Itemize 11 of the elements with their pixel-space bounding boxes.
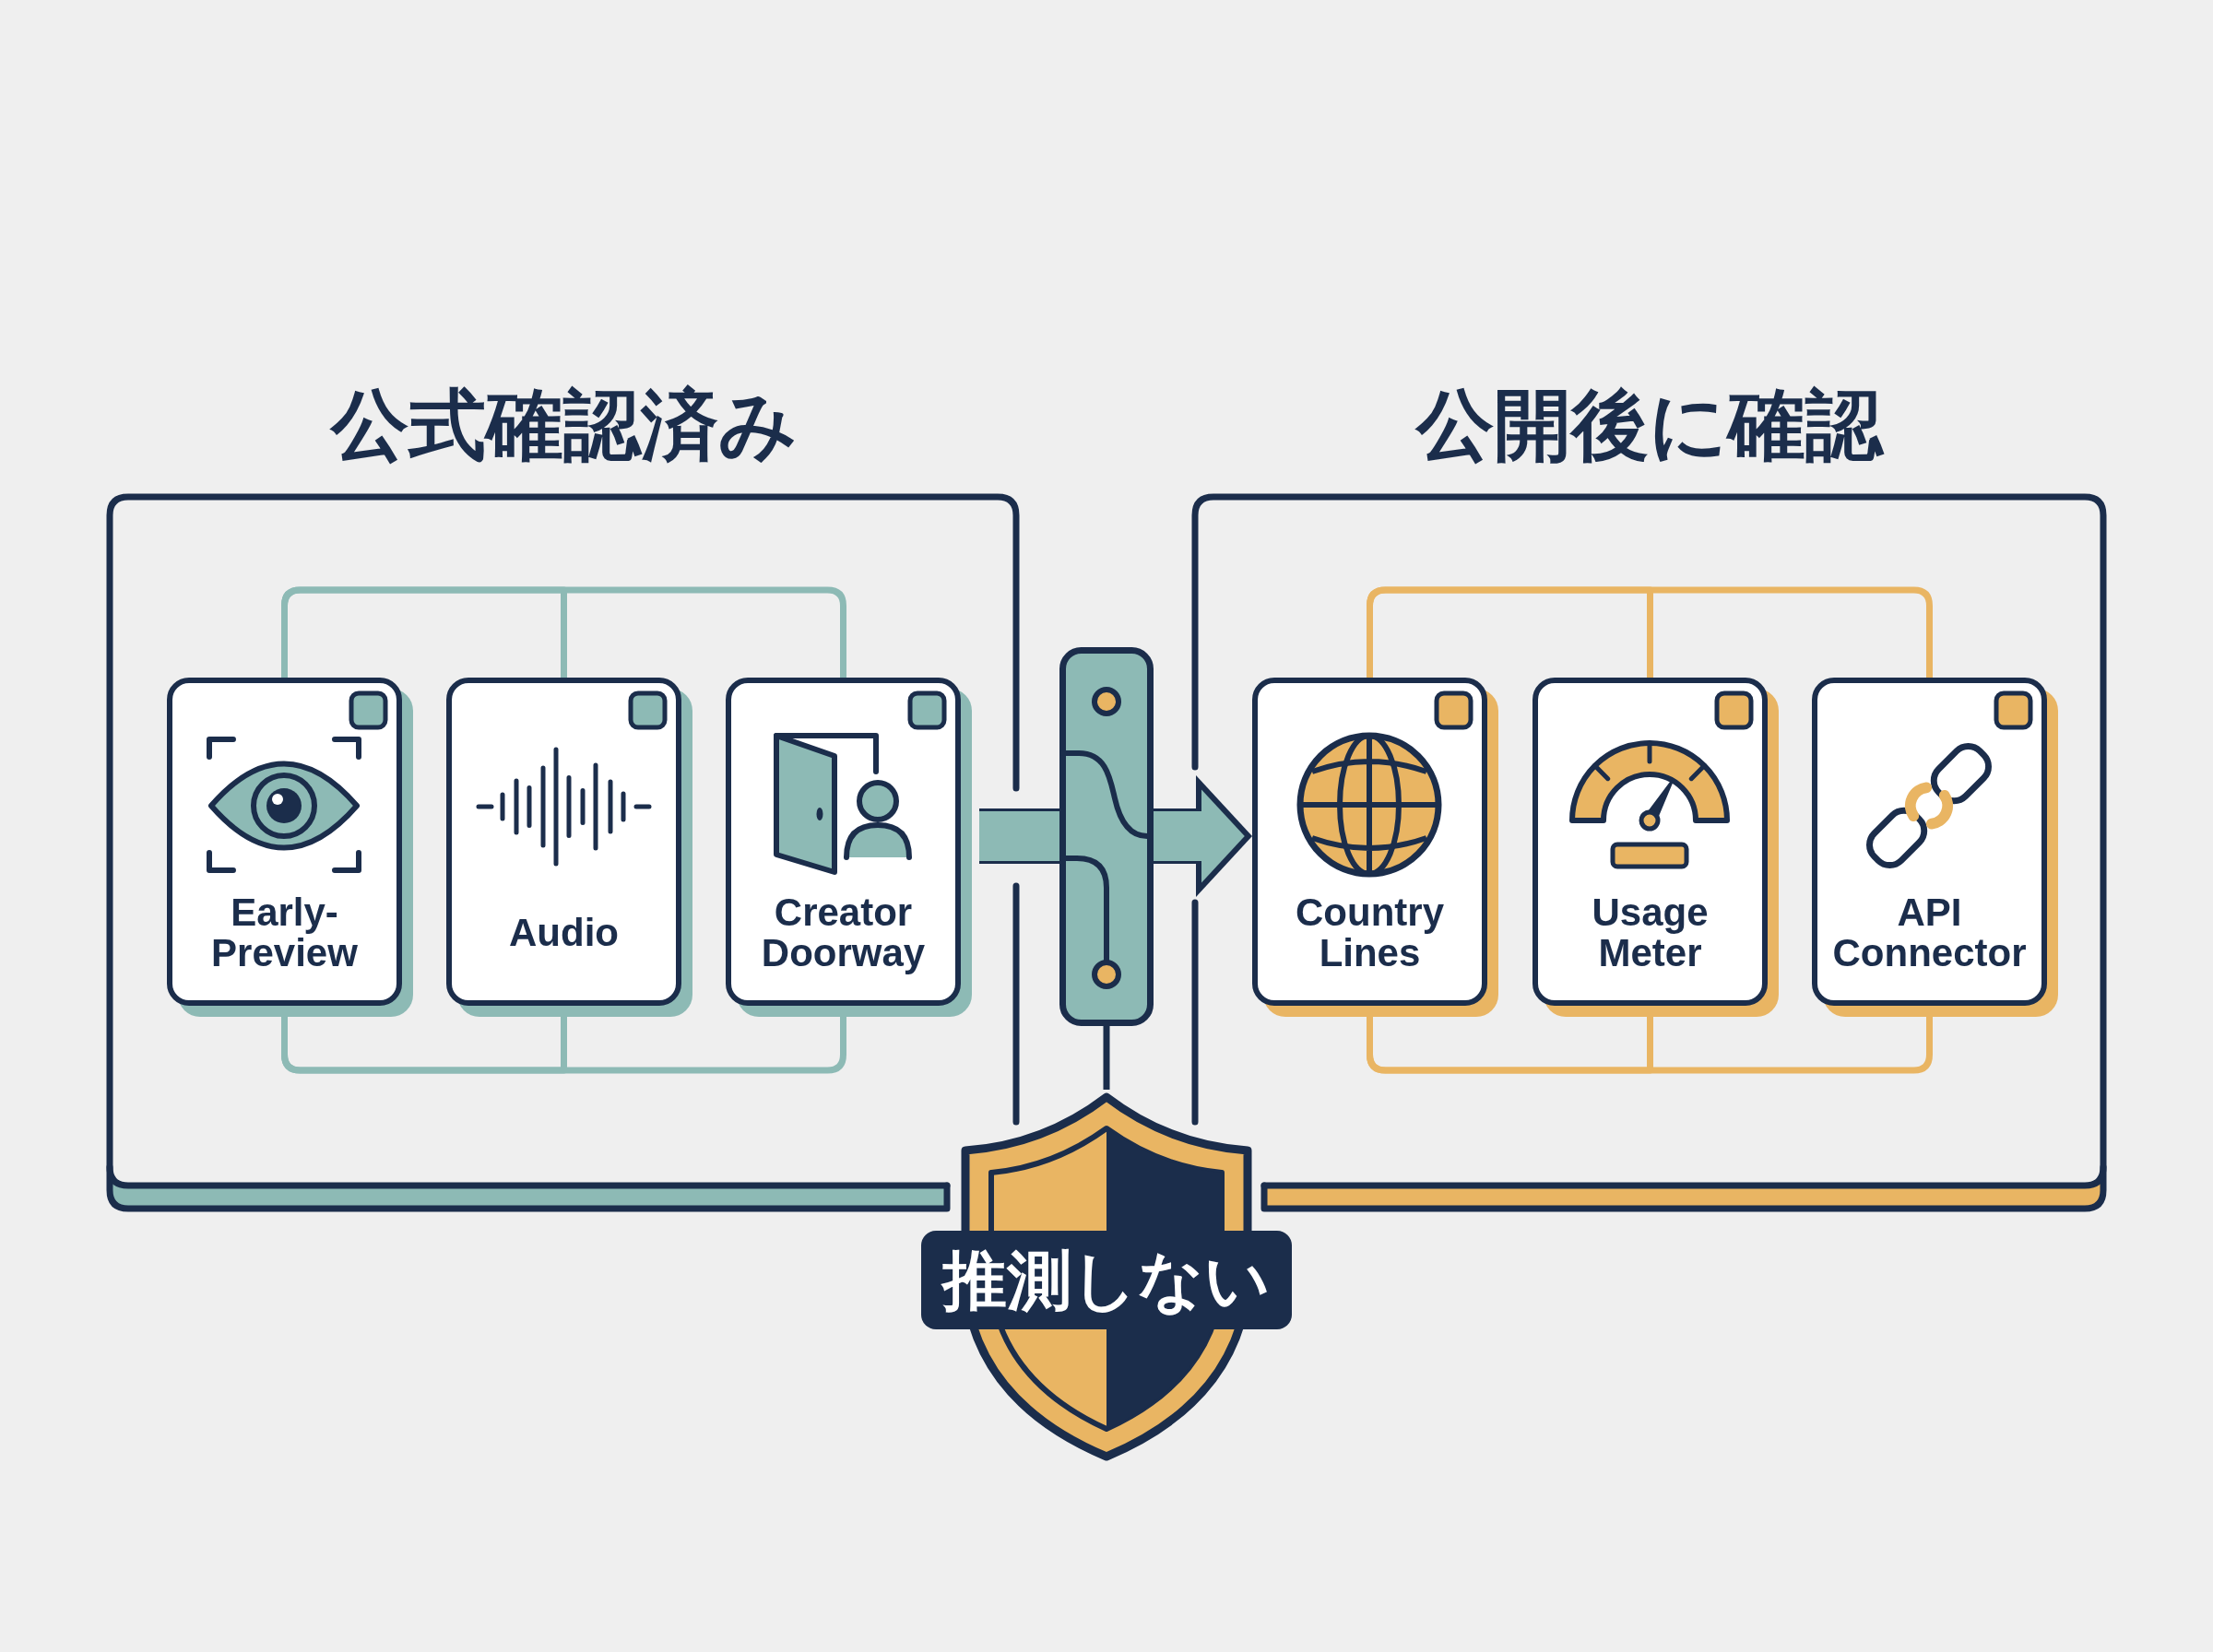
panel-heading: 公式確認済み xyxy=(330,386,798,464)
connector-line xyxy=(281,586,846,678)
track-switch xyxy=(1059,647,1154,1026)
card-title: Creator Doorway xyxy=(760,892,927,974)
card-title: Usage Meter xyxy=(1591,892,1710,974)
card-title: API Connector xyxy=(1831,892,2028,974)
card-title: Audio xyxy=(508,913,620,953)
card-title: Country Lines xyxy=(1295,892,1445,974)
card-title: Early-Preview xyxy=(210,892,359,974)
panel-heading: 公開後に確認 xyxy=(1415,386,1883,464)
connector-line xyxy=(1367,586,1933,678)
